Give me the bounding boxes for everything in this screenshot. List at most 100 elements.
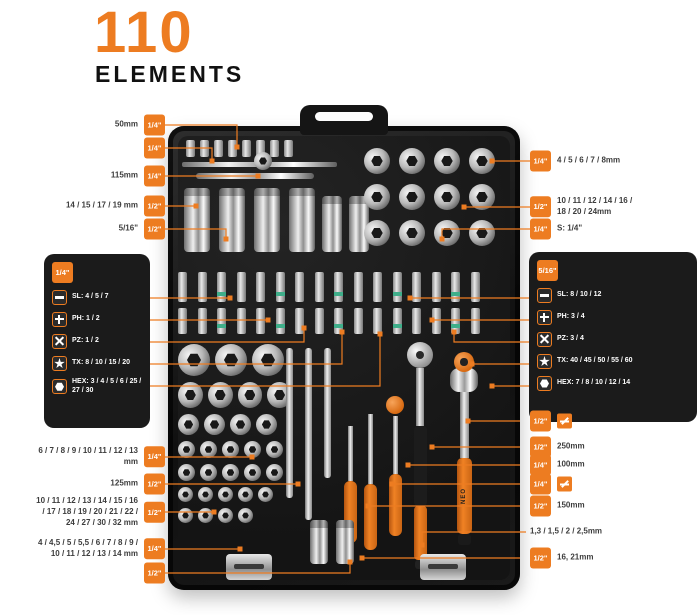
slotted-bit-icon — [52, 290, 67, 305]
drive-size-badge: 1/2" — [144, 562, 165, 584]
slotted-bit-icon — [537, 288, 552, 303]
drive-size-badge: 1/4" — [144, 114, 165, 136]
callout-50mm: 50mm 1/4" — [36, 114, 165, 136]
callout-text: 4 / 4,5 / 5 / 5,5 / 6 / 7 / 8 / 9 / 10 /… — [37, 538, 138, 558]
callout-text: 6 / 7 / 8 / 9 / 10 / 11 / 12 / 13 mm — [38, 446, 138, 466]
callout-text: 4 / 5 / 6 / 7 / 8mm — [557, 155, 621, 165]
callout-4-8mm: 1/4" 4 / 5 / 6 / 7 / 8mm — [530, 150, 675, 172]
callout-spark-plug: 1/2" 16, 21mm — [530, 547, 675, 569]
callout-text: 5/16" — [118, 223, 138, 233]
callout-115mm: 115mm 1/4" — [36, 165, 165, 187]
panel-row: PZ: 1 / 2 — [52, 334, 142, 349]
panel-row-label: PH: 3 / 4 — [557, 313, 585, 321]
phillips-bit-icon — [52, 312, 67, 327]
bit-driver-3 — [386, 396, 404, 536]
panel-row: SL: 4 / 5 / 7 — [52, 290, 142, 305]
panel-row-label: HEX: 3 / 4 / 5 / 6 / 25 / 27 / 30 — [72, 378, 142, 394]
drive-size-badge: 1/4" — [144, 538, 165, 560]
drive-size-badge: 1/2" — [530, 547, 551, 569]
drive-size-badge: 1/2" — [144, 218, 165, 240]
hex-bit-icon — [537, 376, 552, 391]
panel-row-label: SL: 4 / 5 / 7 — [72, 293, 109, 301]
callout-text: 1,3 / 1,5 / 2 / 2,5mm — [530, 526, 603, 536]
bit-driver-2 — [364, 414, 377, 550]
callout-quarter-drive: 1/4" — [36, 137, 165, 159]
callout-quarter-joint: 1/4" — [530, 473, 696, 495]
callout-adapter: 1/4" S: 1/4" — [530, 218, 675, 240]
universal-joint-icon — [557, 413, 572, 429]
callout-150mm: 1/2" 150mm — [530, 495, 675, 517]
callout-text: 125mm — [110, 478, 138, 488]
drive-size-badge: 1/4" — [530, 473, 551, 495]
drive-size-badge: 1/4" — [144, 446, 165, 468]
callout-text: 250mm — [557, 441, 585, 451]
callout-text: 10 / 11 / 12 / 13 / 14 / 15 / 16 / 17 / … — [36, 495, 138, 527]
socket-grid — [364, 148, 498, 246]
callout-5-16: 5/16" 1/2" — [36, 218, 165, 240]
torx-bit-icon — [537, 354, 552, 369]
drive-size-badge: 1/4" — [144, 137, 165, 159]
drive-size-badge: 1/4" — [530, 150, 551, 172]
callout-text: 10 / 11 / 12 / 14 / 16 / 18 / 20 / 24mm — [557, 196, 633, 216]
drive-size-badge: 1/4" — [144, 165, 165, 187]
drive-size-badge: 1/4" — [52, 262, 73, 283]
callout-100mm: 1/4" 100mm — [530, 454, 675, 476]
callout-small-sockets: 6 / 7 / 8 / 9 / 10 / 11 / 12 / 13 mm 1/4… — [36, 446, 165, 468]
callout-text: S: 1/4" — [557, 223, 583, 233]
drive-size-badge: 1/4" — [530, 454, 551, 476]
drive-size-badge: 1/2" — [530, 495, 551, 517]
panel-row: PH: 3 / 4 — [537, 310, 689, 325]
universal-joint-icon — [557, 476, 572, 492]
panel-row: HEX: 3 / 4 / 5 / 6 / 25 / 27 / 30 — [52, 378, 142, 396]
round-adapter — [254, 152, 272, 170]
drive-size-badge: 5/16" — [537, 260, 558, 281]
panel-row: SL: 8 / 10 / 12 — [537, 288, 689, 303]
panel-row: HEX: 7 / 8 / 10 / 12 / 14 — [537, 376, 689, 391]
ratchet-large: NEO — [448, 352, 480, 545]
panel-row: TX: 40 / 45 / 50 / 55 / 60 — [537, 354, 689, 369]
callout-hex-keys: 1,3 / 1,5 / 2 / 2,5mm — [530, 527, 648, 538]
panel-row-label: PZ: 3 / 4 — [557, 335, 584, 343]
callout-10-24mm: 1/2" 10 / 11 / 12 / 14 / 16 / 18 / 20 / … — [530, 196, 639, 218]
panel-row-label: PH: 1 / 2 — [72, 315, 100, 323]
pozidriv-bit-icon — [537, 332, 552, 347]
callout-125mm: 125mm 1/2" — [36, 473, 165, 495]
callout-text: 100mm — [557, 459, 585, 469]
case-latch-left — [226, 554, 272, 580]
drive-size-badge: 1/2" — [144, 473, 165, 495]
callout-text: 50mm — [114, 119, 138, 129]
quarter-inch-bits-panel: 1/4" SL: 4 / 5 / 7 PH: 1 / 2 PZ: 1 / 2 T… — [44, 254, 150, 428]
panel-row-label: HEX: 7 / 8 / 10 / 12 / 14 — [557, 379, 631, 387]
callout-250mm: 1/2" 250mm — [530, 436, 675, 458]
drive-size-badge: 1/2" — [144, 501, 165, 523]
ratchet-dial — [454, 352, 474, 372]
deep-sockets — [184, 188, 315, 252]
panel-row: PH: 1 / 2 — [52, 312, 142, 327]
panel-row: TX: 8 / 10 / 15 / 20 — [52, 356, 142, 371]
callout-half-drive: 1/2" — [36, 562, 165, 584]
panel-row-label: PZ: 1 / 2 — [72, 337, 99, 345]
callout-text: 150mm — [557, 500, 585, 510]
five-sixteenth-bits-panel: 5/16" SL: 8 / 10 / 12 PH: 3 / 4 PZ: 3 / … — [529, 252, 697, 422]
panel-row: PZ: 3 / 4 — [537, 332, 689, 347]
callout-text: 115mm — [110, 170, 138, 180]
extension-bars — [286, 348, 331, 520]
drive-size-badge: 1/2" — [144, 195, 165, 217]
drive-size-badge: 1/2" — [530, 196, 551, 218]
panel-row-label: SL: 8 / 10 / 12 — [557, 291, 602, 299]
callout-half-sockets: 10 / 11 / 12 / 13 / 14 / 15 / 16 / 17 / … — [36, 496, 165, 528]
drive-size-badge: 1/4" — [530, 218, 551, 240]
element-count: 110 — [94, 0, 194, 65]
element-count-label: ELEMENTS — [95, 61, 245, 87]
spark-plug-sockets — [310, 520, 354, 564]
hex-bit-icon — [52, 379, 67, 395]
callout-text: 16, 21mm — [557, 552, 594, 562]
drive-size-badge: 1/2" — [530, 436, 551, 458]
callout-quarter-sockets: 4 / 4,5 / 5 / 5,5 / 6 / 7 / 8 / 9 / 10 /… — [36, 538, 165, 560]
case-handle — [300, 105, 388, 135]
bit-row-2 — [178, 308, 480, 334]
panel-row-label: TX: 8 / 10 / 15 / 20 — [72, 359, 130, 367]
callout-text: 14 / 15 / 17 / 19 mm — [65, 200, 138, 210]
pozidriv-bit-icon — [52, 334, 67, 349]
panel-row-label: TX: 40 / 45 / 50 / 55 / 60 — [557, 357, 633, 365]
